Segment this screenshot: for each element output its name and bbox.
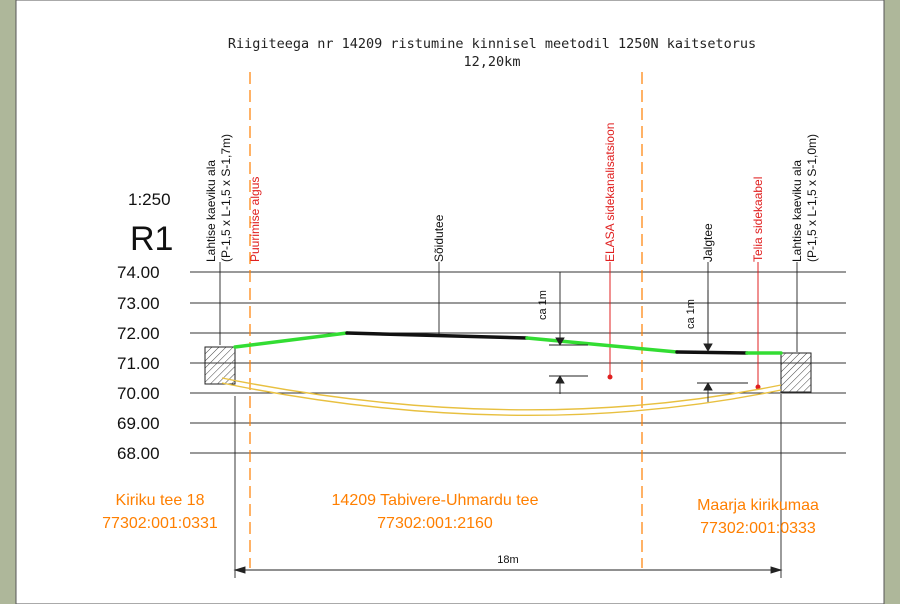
depth-marker-1 xyxy=(549,272,588,394)
right-dig-label-1: Lahtise kaeviku ala xyxy=(790,160,804,262)
elevation-label: 71.00 xyxy=(117,354,160,373)
map-strip-right xyxy=(884,0,900,604)
title-line-1: Riigiteega nr 14209 ristumine kinnisel m… xyxy=(228,36,756,52)
telia-point xyxy=(755,384,761,390)
verge-left xyxy=(233,331,349,349)
left-dig-label-1: Lahtise kaeviku ala xyxy=(204,160,218,262)
title-line-2: 12,20km xyxy=(464,54,521,70)
parcel-mid-code: 77302:001:2160 xyxy=(377,515,493,532)
depth-marker-2 xyxy=(697,290,748,402)
right-dig-pit xyxy=(780,352,812,393)
elasa-point xyxy=(607,374,613,380)
footway-label: Jalgtee xyxy=(701,223,715,262)
scale-label: 1:250 xyxy=(128,190,171,209)
parcel-left-name: Kiriku tee 18 xyxy=(116,492,205,509)
depth-label-2: ca 1m xyxy=(685,299,697,329)
carriageway-label: Sõidutee xyxy=(432,214,446,262)
elevation-label: 70.00 xyxy=(117,384,160,403)
elevation-label: 72.00 xyxy=(117,324,160,343)
dimension-extensions xyxy=(234,394,782,578)
parcel-left-code: 77302:001:0331 xyxy=(102,515,218,532)
map-strip-left xyxy=(0,0,16,604)
overall-dimension xyxy=(233,566,783,574)
left-dig-label-2: (P-1,5 x L-1,5 x S-1,7m) xyxy=(219,134,233,262)
telia-label: Telia sidekaabel xyxy=(751,177,765,262)
parcel-mid-name: 14209 Tabivere-Uhmardu tee xyxy=(332,492,539,509)
elevation-label: 69.00 xyxy=(117,414,160,433)
parcel-right-code: 77302:001:0333 xyxy=(700,520,816,537)
elevation-grid xyxy=(190,271,846,454)
dimension-label: 18m xyxy=(497,554,518,566)
section-id: R1 xyxy=(130,220,173,258)
footway-surface xyxy=(675,350,749,355)
elevation-label: 74.00 xyxy=(117,263,160,282)
ground-profile xyxy=(233,331,783,355)
elevation-label: 73.00 xyxy=(117,294,160,313)
right-dig-label-2: (P-1,5 x L-1,5 x S-1,0m) xyxy=(805,134,819,262)
elevation-labels: 74.00 73.00 72.00 71.00 70.00 69.00 68.0… xyxy=(117,263,160,463)
carriageway-surface xyxy=(345,331,529,340)
boundary-lines xyxy=(249,72,643,568)
drawing-sheet xyxy=(15,0,885,604)
left-dig-pit xyxy=(204,346,236,385)
verge-right xyxy=(525,336,679,354)
utility-leaders xyxy=(609,262,759,386)
parcel-right-name: Maarja kirikumaa xyxy=(697,497,819,514)
depth-label-1: ca 1m xyxy=(537,290,549,320)
elevation-label: 68.00 xyxy=(117,444,160,463)
drill-start-label: Puurimise algus xyxy=(248,177,262,262)
elasa-label: ELASA sidekanalisatsioon xyxy=(603,123,617,262)
